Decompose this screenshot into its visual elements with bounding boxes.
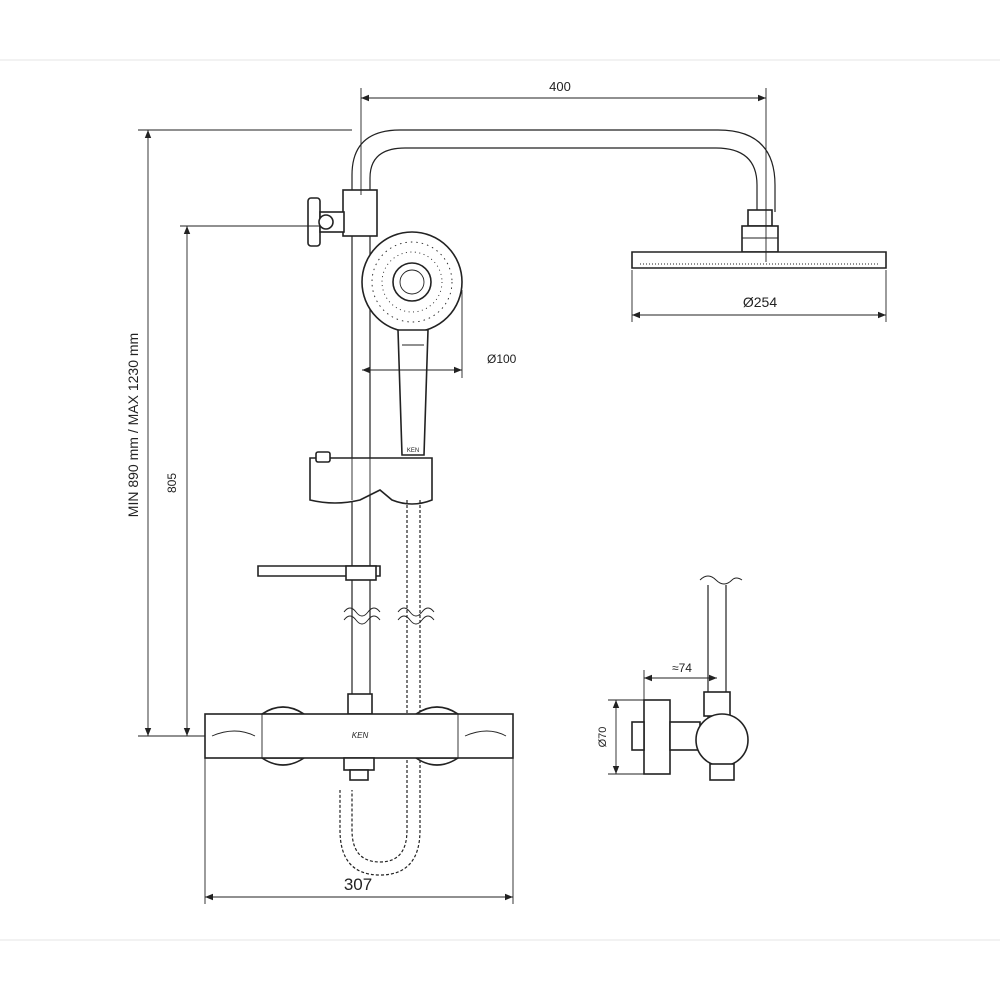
dim-100-label: Ø100: [487, 352, 517, 366]
mixer-brand: KEN: [352, 731, 369, 740]
dim-307-label: 307: [344, 875, 372, 894]
dimension-side-depth: ≈74: [643, 661, 717, 700]
overhead-arm: [351, 129, 776, 212]
dimension-side-diameter: Ø70: [597, 699, 644, 775]
shelf: [257, 565, 381, 581]
dimension-width-top: 400: [360, 79, 767, 262]
dim-805-label: 805: [165, 473, 179, 493]
dim-height-range-label: MIN 890 mm / MAX 1230 mm: [125, 333, 141, 517]
hand-shower-brand: KEN: [407, 448, 419, 454]
dimension-hand-diameter: Ø100: [362, 290, 517, 378]
thermostatic-mixer: KEN: [204, 693, 514, 781]
diverter-knob: [307, 189, 378, 247]
rain-head-connector: [741, 209, 779, 253]
dimension-height-range: MIN 890 mm / MAX 1230 mm: [125, 129, 352, 737]
flexible-hose: [339, 500, 435, 876]
dimension-mixer-width: 307: [204, 758, 514, 904]
dim-254-label: Ø254: [743, 294, 777, 310]
slide-holder: [309, 451, 433, 505]
dim-74-label: ≈74: [672, 661, 692, 675]
dimension-slide-height: 805: [165, 225, 320, 737]
dim-70-label: Ø70: [597, 727, 609, 748]
side-view: [631, 575, 749, 781]
hand-shower: KEN: [361, 231, 463, 456]
dimension-head-diameter: Ø254: [631, 270, 887, 322]
dim-400-label: 400: [549, 79, 571, 94]
rain-shower-head: [631, 251, 887, 269]
